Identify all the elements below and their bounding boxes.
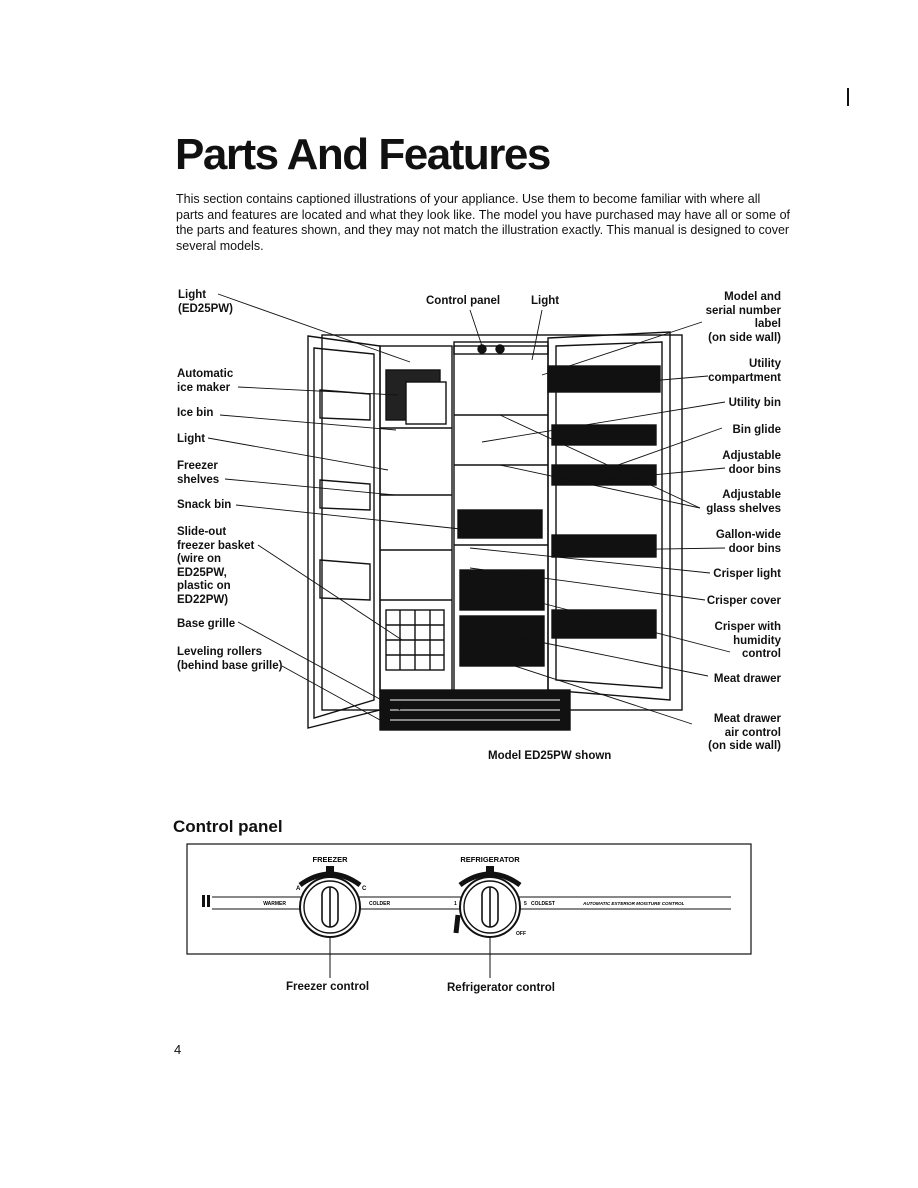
label-light-fresh-food: Light [531,295,560,307]
refrigerator-illustration [207,293,731,731]
control-panel-diagram: FREEZER A C WARMER COLDER REFRIGERATOR 1… [186,843,752,978]
label-bin-glide: Bin glide [732,424,781,436]
freezer-door [307,335,381,729]
page-title: Parts And Features [175,130,551,179]
page-number: 4 [174,1042,182,1057]
label-meat-drawer: Meat drawer [713,673,781,685]
moisture-control-label: AUTOMATIC EXTERIOR MOISTURE CONTROL [582,901,685,906]
label-control-panel: Control panel [426,295,501,307]
diagram-caption: Model ED25PW shown [488,750,612,762]
intro-paragraph: This section contains captioned illustra… [176,192,791,253]
label-ice-bin: Ice bin [177,407,214,419]
label-light-ed25pw: Light(ED25PW) [178,289,233,315]
control-panel-strip [453,341,549,355]
label-crisper-cover: Crisper cover [706,595,781,607]
label-leveling-rollers: Leveling rollers(behind base grille) [177,646,283,672]
fridge-scale-5: 5 [524,901,527,907]
control-panel-heading: Control panel [173,817,283,836]
freezer-control-caption: Freezer control [286,981,370,993]
label-crisper-light: Crisper light [713,568,781,580]
refrigerator-control-caption: Refrigerator control [447,982,555,994]
label-snack-bin: Snack bin [177,499,232,511]
label-light-freezer: Light [177,433,206,445]
freezer-dial [298,866,362,938]
refrigerator-dial [453,866,522,938]
label-base-grille: Base grille [177,618,236,630]
page-edge-marker [847,88,849,106]
label-utility-bin: Utility bin [728,397,781,409]
refrigerator-dial-title: REFRIGERATOR [460,855,520,864]
warmer-label: WARMER [263,901,286,907]
coldest-label: COLDEST [531,901,555,907]
control-panel-frame [186,843,752,955]
colder-label: COLDER [369,901,391,907]
freezer-scale-a: A [296,886,301,892]
off-label: OFF [516,931,526,937]
utility-compartment [547,365,661,393]
freezer-scale-c: C [362,886,367,892]
fridge-scale-1: 1 [454,901,457,907]
freezer-dial-title: FREEZER [312,855,348,864]
